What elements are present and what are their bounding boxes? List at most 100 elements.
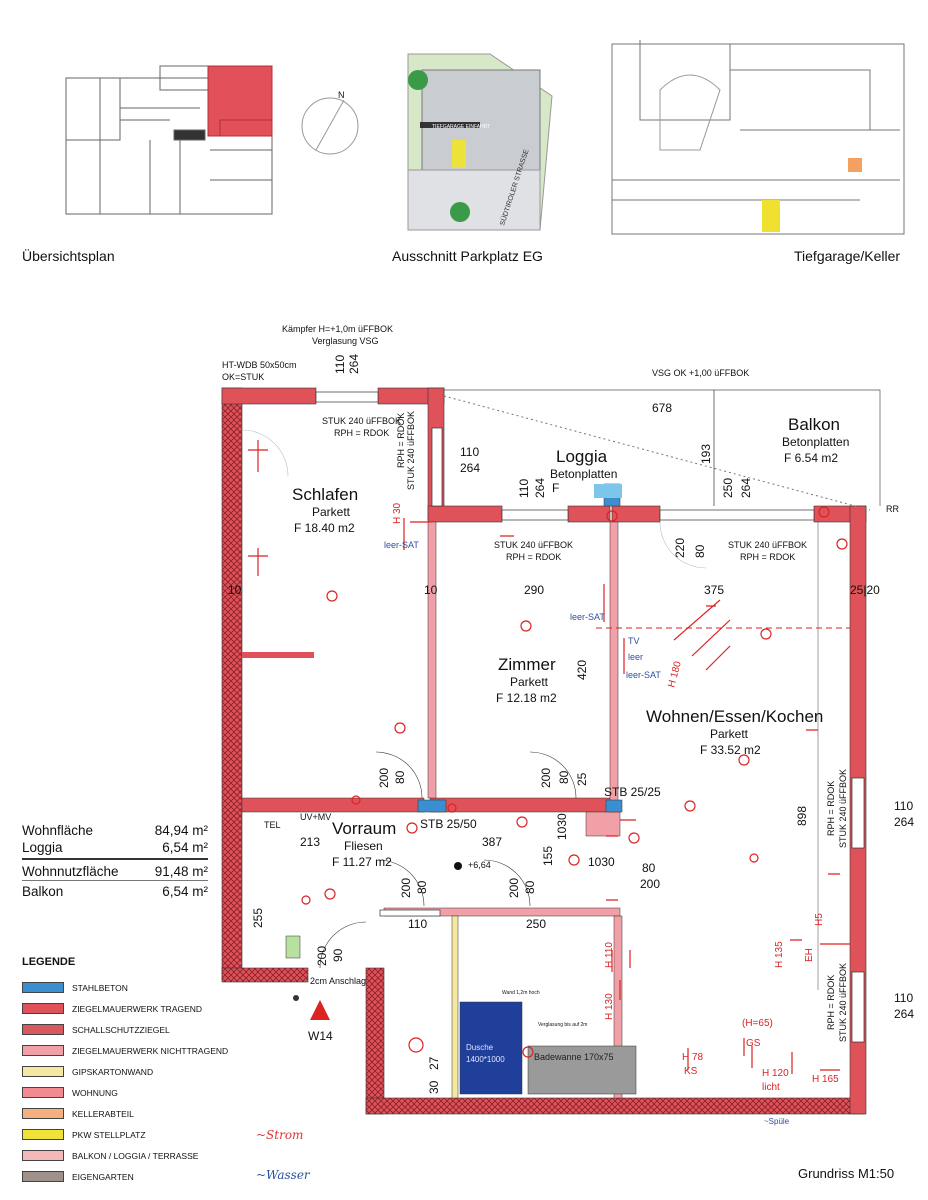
- dim: 30: [427, 1080, 441, 1094]
- room-loggia-area: F: [552, 481, 559, 495]
- legend-swatch: [22, 982, 64, 993]
- top-plans: N TIEFGARAGE EINFAHRT SÜDTIROLER STRASSE: [65, 40, 905, 235]
- stuk-top: STUK 240 üFFBOK: [322, 416, 401, 426]
- room-zimmer-floor: Parkett: [510, 675, 549, 689]
- dim: 10: [424, 583, 438, 597]
- dim: 110: [408, 917, 427, 931]
- floor-plan: Kämpfer H=+1,0m üFFBOK Verglasung VSG HT…: [221, 324, 914, 1126]
- hand-note: H 78: [682, 1052, 704, 1063]
- rph-top: RPH = RDOK: [334, 428, 389, 438]
- stb2-label: STB 25/25: [604, 785, 661, 799]
- legend-label: KELLERABTEIL: [72, 1108, 134, 1119]
- dim: 193: [699, 444, 713, 464]
- area-row: Loggia 6,54 m²: [22, 839, 208, 860]
- kaempfer-note: Kämpfer H=+1,0m üFFBOK: [282, 324, 393, 334]
- area-value: 91,48 m²: [154, 864, 208, 879]
- hand-note: H 130: [604, 993, 615, 1020]
- stuk-right2: STUK 240 üFFBOK: [838, 963, 848, 1042]
- dim: 264: [347, 354, 361, 374]
- room-zimmer-area: F 12.18 m2: [496, 691, 557, 705]
- hand-note: ~Spüle: [764, 1117, 790, 1126]
- dim: 678: [652, 401, 672, 415]
- w14-label: W14: [308, 1029, 333, 1043]
- room-vorraum-area: F 11.27 m2: [332, 855, 392, 869]
- dim: 110: [517, 479, 531, 498]
- stuk-mid2: STUK 240 üFFBOK: [728, 540, 807, 550]
- leer-sat2: leer-SAT: [570, 612, 605, 622]
- stb1-label: STB 25/50: [420, 817, 477, 831]
- dim: 110: [894, 799, 913, 813]
- wand-note: Wand 1,2m hoch: [502, 990, 540, 996]
- windows: [315, 391, 865, 1043]
- hand-note: H 180: [666, 660, 684, 689]
- tel-label: TEL: [264, 820, 281, 830]
- dim: 250: [721, 478, 735, 498]
- overview-plan: [65, 65, 273, 215]
- dim: 220: [673, 538, 687, 558]
- hand-note: KS: [684, 1066, 698, 1077]
- legend-label: WOHNUNG: [72, 1087, 118, 1098]
- hand-note: GS: [746, 1038, 761, 1049]
- dim: 155: [541, 846, 555, 866]
- annotation-text: Kämpfer H=+1,0m üFFBOK Verglasung VSG HT…: [222, 324, 899, 1043]
- dim: 264: [533, 478, 547, 498]
- room-labels: Schlafen Parkett F 18.40 m2 Loggia Beton…: [292, 415, 849, 1064]
- hand-note: EH: [804, 948, 815, 962]
- parking-caption: Ausschnitt Parkplatz EG: [392, 248, 543, 264]
- legend-swatch: [22, 1066, 64, 1077]
- dim: 387: [482, 835, 502, 849]
- stuk-right: STUK 240 üFFBOK: [838, 769, 848, 848]
- inner-walls: [241, 483, 623, 1099]
- stuk-mid1: STUK 240 üFFBOK: [494, 540, 573, 550]
- legend-label: GIPSKARTONWAND: [72, 1066, 154, 1077]
- legend-swatch: [22, 1108, 64, 1119]
- room-schlafen-area: F 18.40 m2: [294, 521, 355, 535]
- dim: 1030: [555, 813, 569, 840]
- hand-note: H5: [814, 913, 825, 926]
- legend-label: EIGENGARTEN: [72, 1171, 134, 1182]
- dim: 200: [399, 878, 413, 898]
- room-loggia-floor: Betonplatten: [550, 467, 617, 481]
- dim: 264: [460, 461, 480, 475]
- dim: 27: [427, 1056, 441, 1070]
- area-label: Loggia: [22, 840, 63, 855]
- stuk-side: STUK 240 üFFBOK: [406, 411, 416, 490]
- legend-swatch: [22, 1003, 64, 1014]
- legend-label: ZIEGELMAUERWERK TRAGEND: [72, 1003, 203, 1014]
- legend-item: PKW STELLPLATZ: [22, 1124, 262, 1145]
- rph-right2: RPH = RDOK: [826, 975, 836, 1030]
- dim: 90: [331, 948, 345, 962]
- level-label: +6,64: [468, 860, 491, 870]
- rph-side: RPH = RDOK: [396, 413, 406, 468]
- legend-title: LEGENDE: [22, 956, 76, 968]
- room-badewanne-name: Badewanne 170x75: [534, 1052, 614, 1062]
- legend-swatch: [22, 1150, 64, 1161]
- leer-sat3: leer-SAT: [626, 670, 661, 680]
- dim: 264: [894, 815, 914, 829]
- hand-note: licht: [762, 1082, 780, 1093]
- dim: 250: [526, 917, 546, 931]
- dim: 200: [539, 768, 553, 788]
- garage-plan: [611, 40, 905, 235]
- room-schlafen-name: Schlafen: [292, 485, 358, 504]
- area-value: 6,54 m²: [162, 840, 208, 855]
- area-label: Wohnnutzfläche: [22, 864, 119, 879]
- okstuk-note: OK=STUK: [222, 372, 264, 382]
- leer-label: leer: [628, 652, 643, 662]
- hand-note: H 30: [392, 502, 403, 524]
- legend-label: ZIEGELMAUERWERK NICHTTRAGEND: [72, 1045, 229, 1056]
- dim: 200: [377, 768, 391, 788]
- scale-label: Grundriss M1:50: [798, 1166, 895, 1181]
- hand-note: H 135: [774, 941, 785, 968]
- legend-item: GIPSKARTONWAND: [22, 1061, 262, 1082]
- area-value: 84,94 m²: [154, 823, 208, 838]
- dim: 110: [460, 445, 479, 459]
- legend-swatch: [22, 1171, 64, 1182]
- north-arrow-icon: N: [301, 90, 359, 155]
- handwritten-notes: H 180 H 135 EH H5 H 78 KS GS H 120 licht…: [392, 502, 839, 1126]
- legend-item: ZIEGELMAUERWERK TRAGEND: [22, 998, 262, 1019]
